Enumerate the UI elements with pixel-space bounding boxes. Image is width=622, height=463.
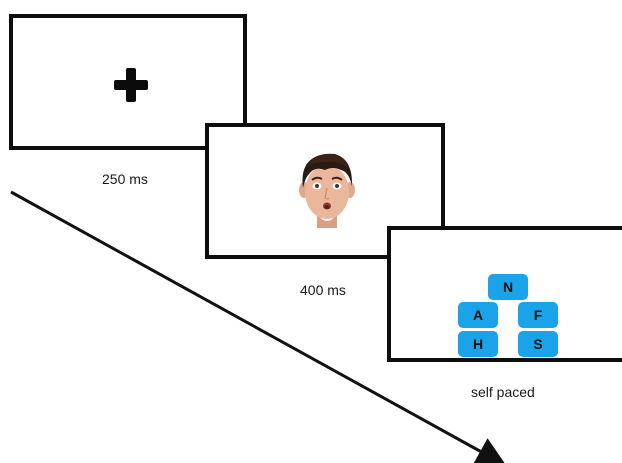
fixation-duration-label: 250 ms bbox=[102, 171, 148, 187]
response-duration-label: self paced bbox=[471, 384, 535, 400]
response-key-n[interactable]: N bbox=[488, 274, 528, 300]
response-screen: N A F H S bbox=[387, 226, 622, 362]
response-key-h[interactable]: H bbox=[458, 331, 498, 357]
face-duration-label: 400 ms bbox=[300, 282, 346, 298]
response-key-f[interactable]: F bbox=[518, 302, 558, 328]
child-face-image bbox=[299, 153, 355, 228]
fixation-cross-icon-vertical bbox=[126, 68, 136, 102]
response-key-s[interactable]: S bbox=[518, 331, 558, 357]
response-key-a[interactable]: A bbox=[458, 302, 498, 328]
